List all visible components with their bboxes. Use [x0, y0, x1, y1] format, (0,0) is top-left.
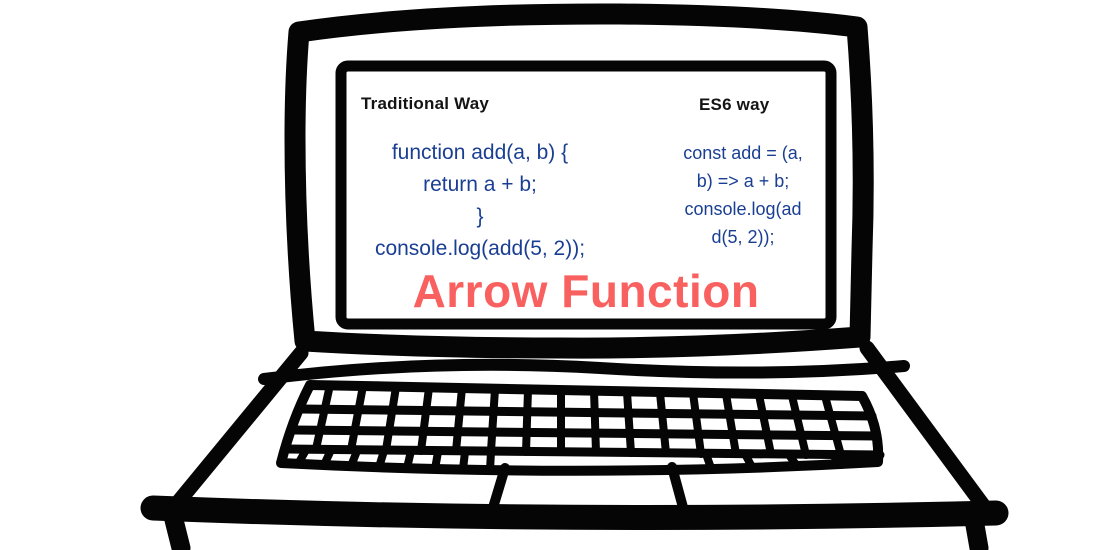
code-line: b) => a + b; — [696, 171, 790, 191]
code-line: const add = (a, — [683, 143, 803, 163]
code-line: function add(a, b) { — [391, 141, 569, 164]
laptop-lid — [284, 3, 874, 359]
code-line: return a + b; — [423, 173, 537, 196]
es6-code-block: const add = (a, b) => a + b; console.log… — [653, 139, 833, 251]
laptop-base-right-edge — [859, 340, 996, 520]
traditional-way-heading: Traditional Way — [361, 94, 490, 113]
code-line: console.log(ad — [684, 199, 802, 219]
es6-way-heading: ES6 way — [699, 95, 770, 114]
poster-title: Arrow Function — [412, 265, 760, 317]
laptop-keyboard-key-lines — [312, 381, 845, 459]
code-line: d(5, 2)); — [711, 227, 775, 247]
laptop-feet — [162, 502, 989, 550]
laptop-trackpad-dividers — [487, 462, 689, 516]
laptop-base-left-edge — [162, 345, 309, 520]
laptop-hinge — [258, 358, 910, 385]
traditional-code-block: function add(a, b) { return a + b; } con… — [345, 137, 615, 265]
laptop-keyboard-bottomrow-lines — [294, 446, 845, 474]
laptop-front-edge — [140, 495, 1009, 530]
code-line: console.log(add(5, 2)); — [374, 237, 586, 260]
code-line: } — [476, 205, 484, 228]
laptop-screen-bezel — [335, 60, 837, 330]
